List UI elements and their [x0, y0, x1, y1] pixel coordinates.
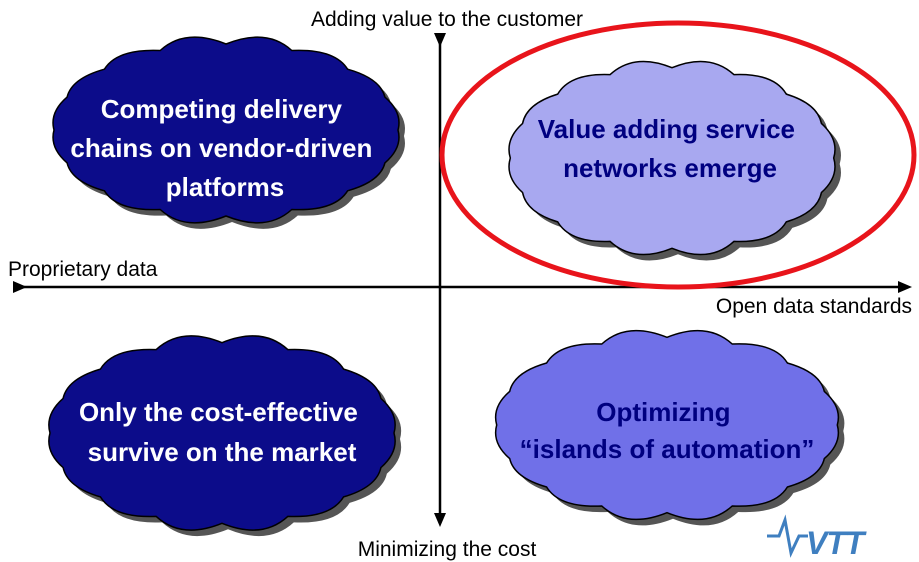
quadrant-top-left-line-2: chains on vendor-driven [70, 133, 372, 163]
quadrant-bottom-left-line-1: Only the cost-effective [79, 397, 358, 427]
vtt-logo-text: VTT [806, 525, 867, 561]
quadrant-bottom-left-text: Only the cost-effective survive on the m… [79, 397, 365, 467]
axis-label-left: Proprietary data [8, 258, 158, 281]
cloud-bottom-left [48, 335, 396, 531]
quadrant-top-right-text: Value adding service networks emerge [538, 114, 802, 183]
quadrant-bottom-right-line-2: “islands of automation” [520, 434, 815, 464]
cloud-top-left [52, 36, 400, 224]
axis-label-bottom: Minimizing the cost [358, 538, 537, 561]
quadrant-bottom-right-text: Optimizing “islands of automation” [520, 397, 815, 464]
quadrant-top-right-line-1: Value adding service [538, 114, 795, 144]
quadrant-bottom-left-line-2: survive on the market [88, 437, 357, 467]
highlight-ellipse [439, 20, 917, 290]
quadrant-top-left-line-1: Competing delivery [101, 94, 343, 124]
quadrant-top-left-text: Competing delivery chains on vendor-driv… [70, 94, 379, 202]
quadrant-top-left-line-3: platforms [166, 172, 284, 202]
axis-label-top: Adding value to the customer [311, 8, 583, 31]
axis-label-right: Open data standards [716, 295, 912, 318]
vtt-logo-wave-icon [767, 514, 808, 558]
quadrant-top-right-line-2: networks emerge [563, 153, 777, 183]
cloud-bottom-right [494, 329, 840, 521]
cloud-top-right [508, 60, 836, 256]
vtt-logo: VTT [767, 514, 868, 561]
quadrant-bottom-right-line-1: Optimizing [596, 397, 730, 427]
